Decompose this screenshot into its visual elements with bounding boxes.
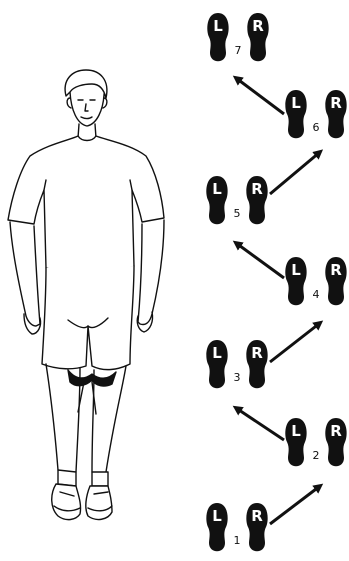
left-footprint: L	[206, 176, 227, 224]
step-arrow-1	[270, 486, 320, 524]
right-footprint: R	[246, 340, 267, 388]
left-footprint: L	[285, 90, 306, 138]
footprint-pair-step-2: L R2	[285, 418, 346, 466]
right-footprint: R	[325, 90, 346, 138]
footprint-pair-step-7: L R7	[207, 13, 268, 61]
left-footprint: L	[206, 340, 227, 388]
right-footprint: R	[325, 257, 346, 305]
right-footprint-label: R	[330, 261, 342, 279]
left-footprint: L	[206, 503, 227, 551]
left-footprint-label: L	[213, 17, 223, 35]
right-footprint-label: R	[251, 344, 263, 362]
step-number: 7	[235, 44, 242, 57]
step-arrows	[236, 78, 320, 524]
right-footprint: R	[247, 13, 268, 61]
step-arrow-6	[236, 78, 284, 114]
left-footprint-label: L	[291, 94, 301, 112]
person-figure-icon	[8, 70, 164, 520]
right-footprint-label: R	[330, 422, 342, 440]
step-number: 6	[313, 121, 320, 134]
footprint-pair-step-5: L R5	[206, 176, 267, 224]
right-footprint-label: R	[251, 507, 263, 525]
left-footprint-label: L	[212, 507, 222, 525]
left-footprint-label: L	[291, 422, 301, 440]
right-footprint-label: R	[252, 17, 264, 35]
step-number: 5	[234, 207, 241, 220]
right-footprint: R	[246, 176, 267, 224]
step-arrow-4	[236, 243, 284, 278]
step-arrow-5	[270, 152, 320, 194]
right-footprint: R	[246, 503, 267, 551]
footprint-pair-step-4: L R4	[285, 257, 346, 305]
step-number: 3	[234, 371, 241, 384]
step-arrow-3	[270, 323, 320, 362]
footprint-pair-step-3: L R3	[206, 340, 267, 388]
left-footprint: L	[207, 13, 228, 61]
right-footprint-label: R	[330, 94, 342, 112]
footprint-pair-step-1: L R1	[206, 503, 267, 551]
right-footprint: R	[325, 418, 346, 466]
step-number: 1	[234, 534, 241, 547]
step-number: 2	[313, 449, 320, 462]
footprint-pair-step-6: L R6	[285, 90, 346, 138]
left-footprint-label: L	[212, 344, 222, 362]
left-footprint: L	[285, 418, 306, 466]
step-arrow-2	[236, 408, 284, 440]
left-footprint-label: L	[291, 261, 301, 279]
step-number: 4	[313, 288, 320, 301]
left-footprint-label: L	[212, 180, 222, 198]
right-footprint-label: R	[251, 180, 263, 198]
left-footprint: L	[285, 257, 306, 305]
